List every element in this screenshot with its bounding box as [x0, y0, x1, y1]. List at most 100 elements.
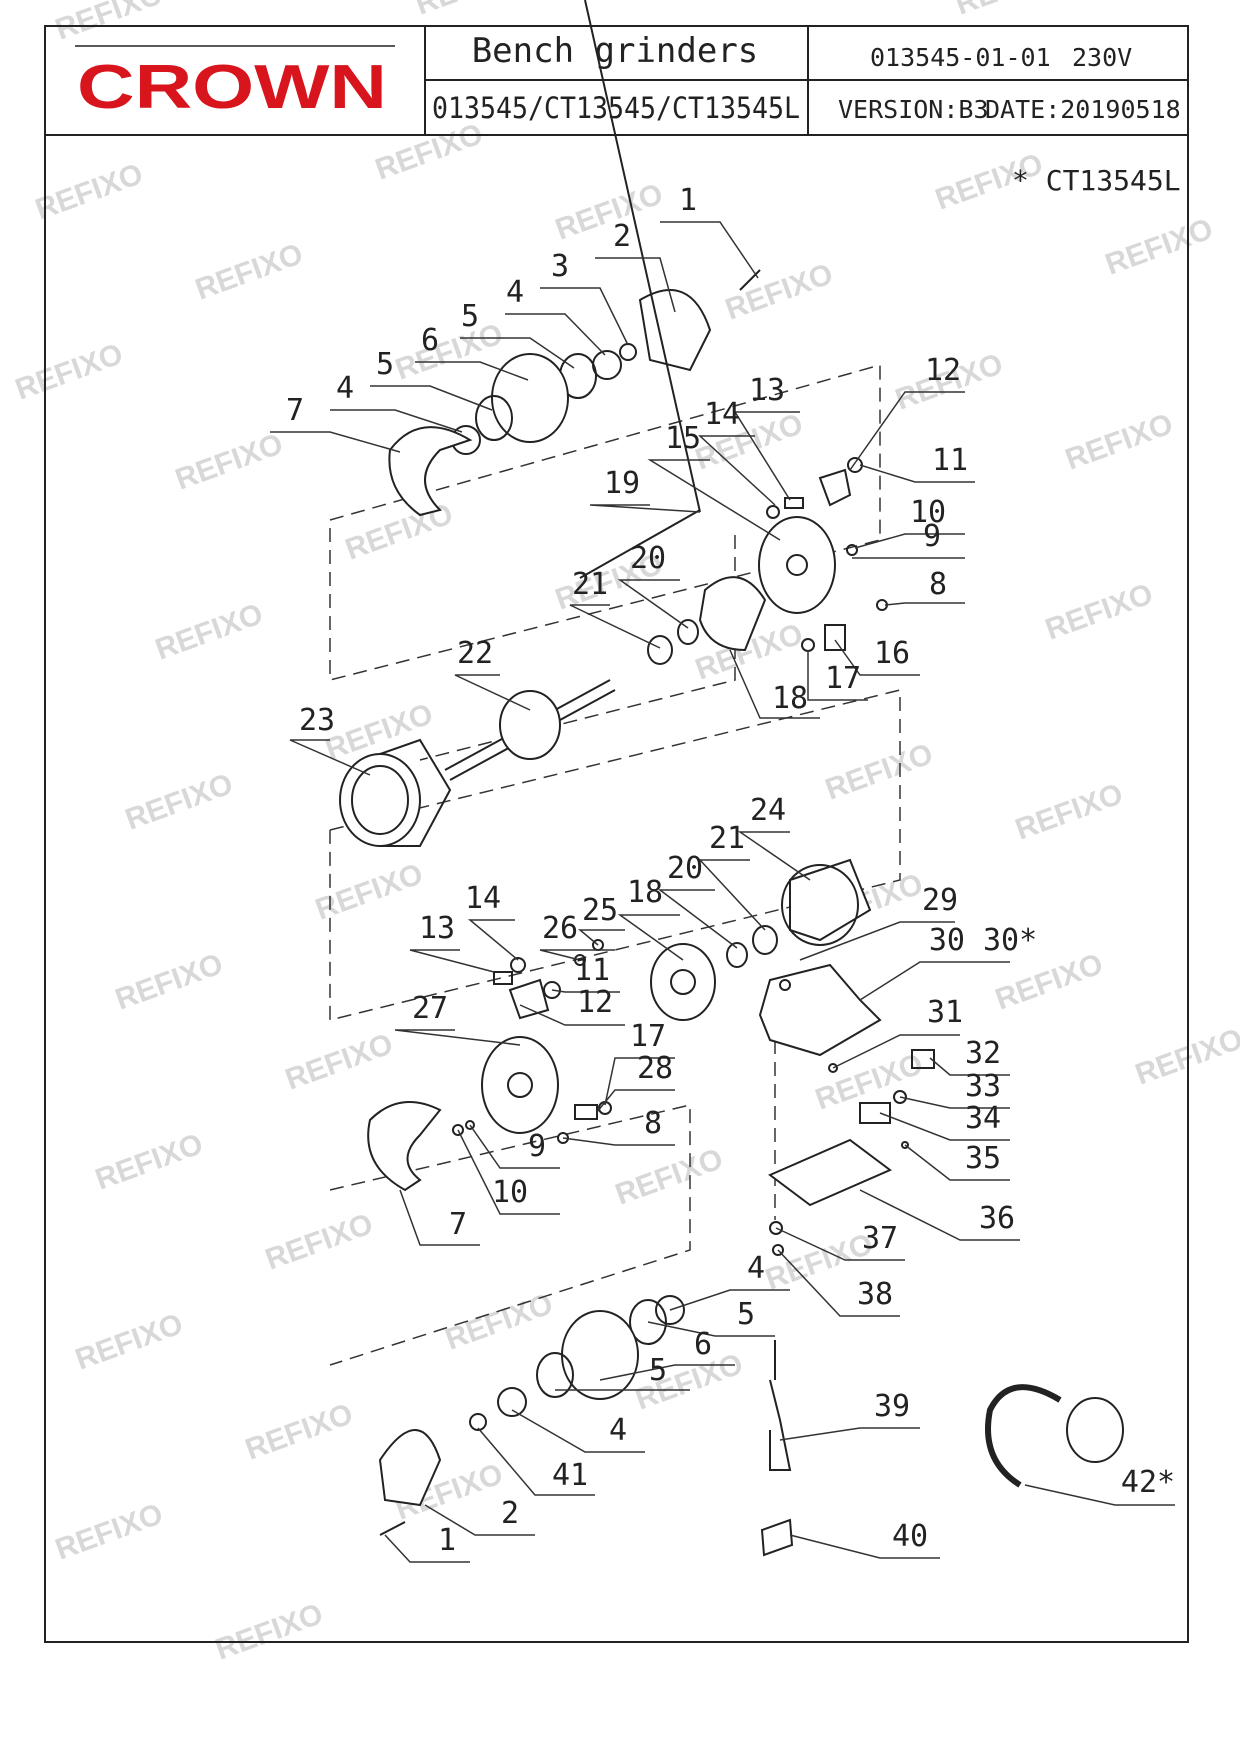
wheel-6b — [561, 1310, 639, 1400]
nut-14b — [510, 957, 526, 973]
watermark-text: REFIXO — [171, 427, 287, 496]
watermark-text: REFIXO — [1061, 407, 1177, 476]
part-callout: 1 — [679, 183, 697, 218]
part-callout: 41 — [552, 1458, 588, 1493]
leader-lines — [270, 221, 1175, 1563]
part-callout: 19 — [604, 466, 640, 501]
part-callout: 34 — [965, 1101, 1001, 1136]
clip-12b — [508, 978, 550, 1020]
nut-14 — [766, 505, 780, 519]
part-callout: 24 — [750, 793, 786, 828]
watermark-text: REFIXO — [611, 1142, 727, 1211]
part-callout: 7 — [449, 1207, 467, 1242]
part-callout: 5 — [461, 299, 479, 334]
part-callout: 4 — [336, 371, 354, 406]
eye-shield-top — [638, 289, 712, 372]
part-callout: 37 — [862, 1221, 898, 1256]
part-callout: 4 — [609, 1413, 627, 1448]
part-callout: 20 — [667, 851, 703, 886]
part-callout: 14 — [704, 397, 740, 432]
watermark-text: REFIXO — [721, 257, 837, 326]
bracket-16 — [824, 624, 846, 651]
model-note: * CT13545L — [1012, 164, 1181, 197]
watermark-text: REFIXO — [411, 0, 527, 22]
part-callout: 6 — [421, 323, 439, 358]
lamp-head-42 — [1066, 1397, 1124, 1463]
watermark-text: REFIXO — [821, 737, 937, 806]
washer-5c — [629, 1299, 667, 1345]
part-callout: 13 — [419, 911, 455, 946]
watermark-text: REFIXO — [31, 157, 147, 226]
capacitor-34 — [859, 1102, 891, 1124]
part-callout: 28 — [637, 1051, 673, 1086]
watermark-text: REFIXO — [311, 857, 427, 926]
watermark-text: REFIXO — [281, 1027, 397, 1096]
drawing-frame — [44, 25, 1189, 1643]
wheel-cover-7 — [388, 426, 473, 517]
part-callout: 33 — [965, 1069, 1001, 1104]
part-callout: 16 — [874, 636, 910, 671]
part-callout: 9 — [528, 1129, 546, 1164]
part-callout: 17 — [630, 1019, 666, 1054]
flange-4c — [655, 1295, 685, 1325]
part-callout: 23 — [299, 703, 335, 738]
part-callout: 12 — [577, 985, 613, 1020]
switch-32 — [911, 1049, 935, 1069]
part-callout: 7 — [286, 393, 304, 428]
part-callout: 25 — [582, 893, 618, 928]
part-callout: 32 — [965, 1036, 1001, 1071]
part-callout: 20 — [630, 541, 666, 576]
brand-logo: CROWN — [77, 53, 387, 122]
part-callout: 31 — [927, 995, 963, 1030]
doc-code: 013545-01-01 — [870, 43, 1051, 72]
part-callout: 36 — [979, 1201, 1015, 1236]
part-callout: 39 — [874, 1389, 910, 1424]
washer-5d — [536, 1352, 574, 1398]
armature-22 — [499, 690, 561, 760]
wheel-cover-7b — [367, 1101, 442, 1192]
foot-37 — [769, 1221, 783, 1235]
part-callout: 27 — [412, 991, 448, 1026]
washer-5b — [475, 395, 513, 441]
bracket-28 — [574, 1104, 598, 1120]
parts-layer — [339, 0, 1124, 1557]
inner-cover-27 — [481, 1036, 559, 1134]
part-callout: 18 — [627, 875, 663, 910]
washer-20b — [726, 942, 748, 968]
watermark-text: REFIXO — [91, 1127, 207, 1196]
part-callout: 5 — [649, 1353, 667, 1388]
watermark-text: REFIXO — [121, 767, 237, 836]
label-40 — [760, 1518, 794, 1557]
watermark-text: REFIXO — [371, 117, 487, 186]
part-callout: 6 — [694, 1327, 712, 1362]
base-30 — [758, 963, 882, 1057]
voltage: 230V — [1072, 43, 1132, 72]
knob-11b — [543, 981, 561, 999]
part-callout: 9 — [923, 519, 941, 554]
watermark-text: REFIXO — [1041, 577, 1157, 646]
part-callout: 12 — [925, 353, 961, 388]
part-callout: 3 — [551, 249, 569, 284]
part-callout: 11 — [574, 953, 610, 988]
part-13b — [493, 971, 513, 985]
part-callout: 10 — [492, 1175, 528, 1210]
part-callout: 42* — [1121, 1465, 1175, 1500]
lamp-hose-42 — [985, 1384, 1062, 1488]
knob-33 — [893, 1090, 907, 1104]
screw-10b — [452, 1124, 464, 1136]
part-callout: 11 — [932, 443, 968, 478]
part-callout: 22 — [457, 636, 493, 671]
version: VERSION:B3 — [838, 95, 989, 124]
part-callout: 5 — [737, 1297, 755, 1332]
watermark-text: REFIXO — [241, 1397, 357, 1466]
part-callout: 13 — [749, 373, 785, 408]
part-callout: 5 — [376, 347, 394, 382]
bearing-cover-18b — [650, 943, 716, 1021]
flange-4 — [592, 350, 622, 380]
part-callout: 8 — [644, 1106, 662, 1141]
watermark-text: REFIXO — [1011, 777, 1127, 846]
part-callout: 4 — [506, 275, 524, 310]
part-callout: 21 — [572, 567, 608, 602]
nut-41 — [469, 1413, 487, 1431]
base-plate-36 — [768, 1138, 892, 1207]
